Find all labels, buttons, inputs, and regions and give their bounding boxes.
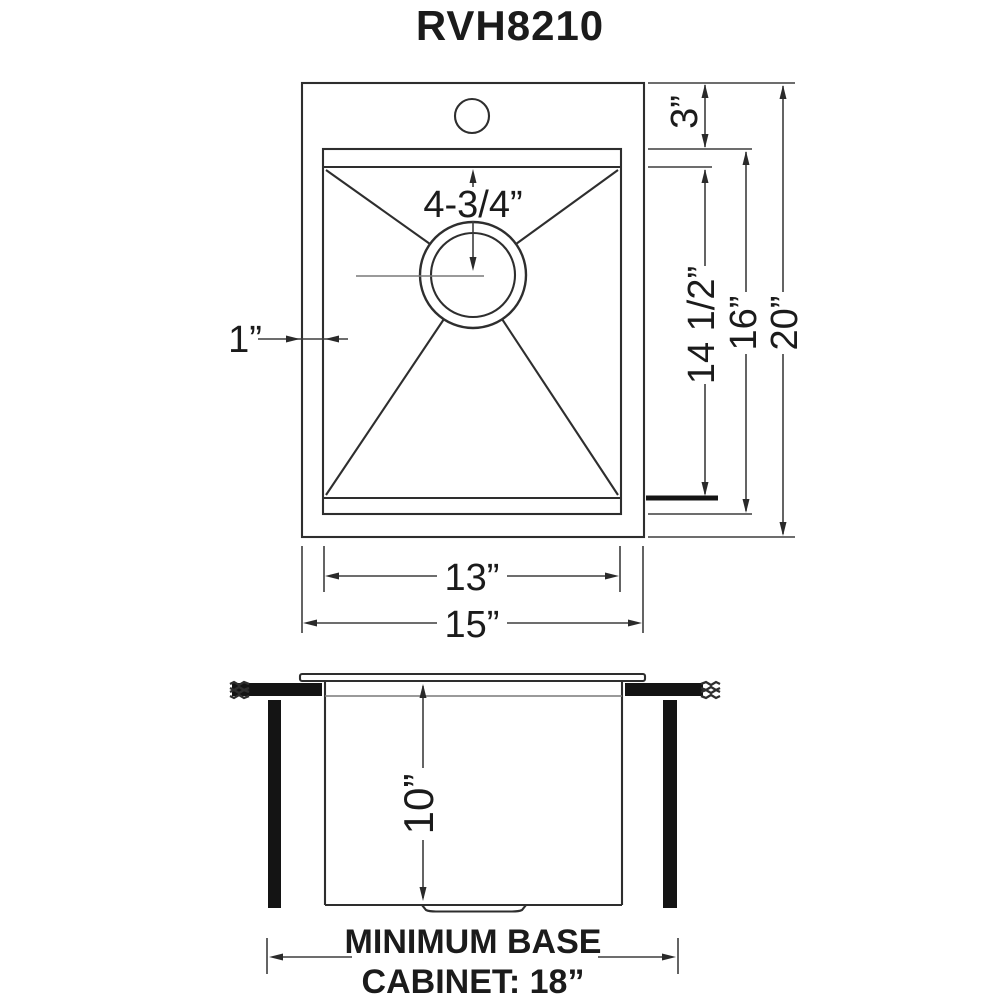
- bowl-slope-line-br: [501, 318, 619, 496]
- dimension-label: 13”: [445, 557, 500, 599]
- cabinet-note-line1: MINIMUM BASE: [345, 923, 602, 961]
- countertop-break-left: [229, 680, 250, 700]
- cabinet-note-line2: CABINET: 18”: [362, 963, 585, 1000]
- dimension-label: 16”: [723, 296, 765, 351]
- arrowhead: [269, 953, 283, 961]
- arrowhead: [701, 169, 709, 183]
- arrowhead: [419, 887, 427, 901]
- arrowhead: [701, 84, 709, 98]
- arrowhead: [286, 335, 300, 343]
- bowl-rim-outline: [321, 147, 623, 516]
- arrowhead: [605, 572, 619, 580]
- dimension-label: 14 1/2”: [681, 266, 723, 384]
- top-view: 4-3/4” 1” 3”: [228, 81, 806, 646]
- dim-drain-offset: 4-3/4”: [423, 169, 523, 271]
- sink-flange: [298, 672, 647, 683]
- bowl-slope-line-bl: [325, 318, 445, 496]
- sink-outer-outline: [300, 81, 646, 539]
- dim-bowl-depth: 10”: [395, 684, 442, 901]
- drain-fitting-front: [419, 903, 529, 913]
- countertop-right: [625, 683, 703, 696]
- dimension-label: 10”: [395, 774, 442, 835]
- dim-rim-width: 1”: [228, 319, 348, 361]
- arrowhead: [325, 335, 339, 343]
- arrowhead: [701, 482, 709, 496]
- arrowhead: [701, 134, 709, 148]
- arrowhead: [779, 522, 787, 536]
- dimension-label: 15”: [445, 604, 500, 646]
- cabinet-wall-right: [663, 700, 677, 908]
- extension-lines-bottom: [301, 546, 644, 633]
- arrowhead: [742, 499, 750, 513]
- bowl-slope-line-tl: [325, 169, 431, 245]
- extension-lines-right: [646, 82, 795, 538]
- cabinet-wall-left: [268, 700, 281, 908]
- countertop-break-right: [700, 680, 721, 700]
- dim-inner-length: 16”: [723, 151, 765, 513]
- dimension-label: 3”: [664, 95, 706, 129]
- arrowhead: [628, 619, 642, 627]
- dim-overall-width: 15”: [303, 604, 642, 646]
- faucet-hole: [453, 97, 491, 135]
- countertop-left: [232, 683, 322, 696]
- front-view: 10” MINIMUM BASE CABINET: 18”: [229, 672, 721, 1000]
- dim-base-cabinet: MINIMUM BASE CABINET: 18”: [266, 923, 679, 1000]
- arrowhead: [325, 572, 339, 580]
- arrowhead: [419, 684, 427, 698]
- model-number: RVH8210: [416, 2, 604, 49]
- dimension-label: 4-3/4”: [423, 184, 522, 226]
- dim-bowl-length: 14 1/2”: [681, 169, 723, 496]
- arrowhead: [742, 151, 750, 165]
- dimension-label: 20”: [764, 296, 806, 351]
- bowl-slope-line-tr: [515, 169, 619, 245]
- dim-bowl-width: 13”: [325, 557, 619, 599]
- arrowhead: [303, 619, 317, 627]
- dim-overall-length: 20”: [764, 85, 806, 536]
- arrowhead: [469, 257, 477, 271]
- dimension-label: 1”: [228, 319, 262, 361]
- arrowhead: [469, 169, 477, 183]
- dim-faucet-ledge: 3”: [664, 84, 709, 148]
- arrowhead: [779, 85, 787, 99]
- arrowhead: [662, 953, 676, 961]
